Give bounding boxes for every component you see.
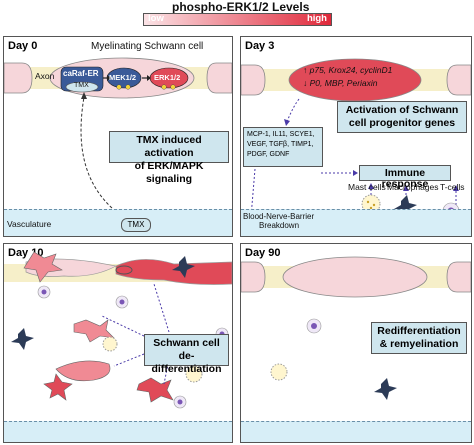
cytokine-line: PDGF, GDNF	[247, 151, 290, 158]
day90-caption-box: Redifferentiation & remyelination	[371, 322, 467, 354]
macrophages-label: Macrophages	[387, 182, 439, 192]
vasculature	[241, 421, 471, 442]
up-genes-text: p75, Krox24, cyclinD1	[309, 65, 393, 75]
day0-caption-box: TMX induced activation of ERK/MAPK signa…	[109, 131, 229, 185]
vasculature-label: Vasculature	[7, 219, 52, 229]
down-genes-text: P0, MBP, Periaxin	[309, 78, 378, 88]
panel-day0: Day 0 Myelinating Schwann cell Axon caRa…	[3, 36, 233, 237]
up-arrow-icon: ↑	[303, 65, 308, 75]
cell-label: Myelinating Schwann cell	[91, 41, 204, 52]
day3-illustration	[241, 58, 471, 222]
axon-label: Axon	[35, 71, 55, 81]
bnb-line: Blood-Nerve-Barrier	[243, 212, 315, 221]
legend-title: phospho-ERK1/2 Levels	[172, 0, 310, 14]
caption-line: cell progenitor genes	[348, 117, 456, 129]
erk-label: ERK1/2	[154, 73, 181, 82]
panel-title: Day 90	[245, 247, 281, 259]
day90-illustration	[241, 256, 471, 400]
mek-label: MEK1/2	[109, 73, 137, 82]
vasculature	[4, 421, 232, 442]
panel-title: Day 3	[245, 40, 275, 52]
day10-caption-box: Schwann cell de-differentiation	[144, 334, 229, 375]
caption-line: Schwann cell	[153, 337, 220, 349]
upregulated-genes: ↑ p75, Krox24, cyclinD1	[303, 65, 392, 75]
legend-high-label: high	[306, 13, 327, 24]
vasculature	[4, 209, 232, 236]
panel-day10: Day 10 Schwann cell de-differentiation	[3, 243, 233, 443]
panel-day90: Day 90 Redifferentiation & remyelination	[240, 243, 472, 443]
day3-caption-box: Activation of Schwann cell progenitor ge…	[337, 101, 467, 133]
caption-line: Redifferentiation	[377, 325, 461, 337]
panel-day3: Day 3 ↑ p75, Krox24, cyclinD1 ↓ P0, MBP,…	[240, 36, 472, 237]
craf-label: caRaf-ER	[63, 69, 99, 78]
cytokine-line: MCP-1, IL11, SCYE1,	[247, 131, 315, 138]
caption-line: of ERK/MAPK signaling	[134, 160, 204, 185]
tmx-inner-label: TMX	[74, 82, 89, 89]
day0-illustration	[4, 57, 232, 224]
caption-line: TMX induced activation	[136, 134, 202, 159]
cytokine-line: VEGF, TGFβ, TIMP1,	[247, 141, 314, 148]
erk-gradient-bar: low high	[143, 13, 332, 26]
vasculature	[241, 209, 471, 236]
caption-line: & remyelination	[379, 338, 459, 350]
caption-line: de-differentiation	[151, 350, 222, 375]
bnb-line: Breakdown	[259, 221, 300, 230]
tmx-vessel-badge: TMX	[121, 218, 151, 232]
bnb-label: Blood-Nerve-Barrier Breakdown	[243, 212, 314, 230]
cytokine-box: MCP-1, IL11, SCYE1, VEGF, TGFβ, TIMP1, P…	[243, 127, 323, 167]
mast-cells-label: Mast cells	[348, 182, 386, 192]
tcells-label: T-cells	[440, 182, 465, 192]
downregulated-genes: ↓ P0, MBP, Periaxin	[303, 78, 378, 88]
legend-low-label: low	[148, 13, 164, 24]
panel-title: Day 0	[8, 40, 38, 52]
caption-line: Activation of Schwann	[345, 104, 459, 116]
immune-response-box: Immune response	[359, 165, 451, 190]
down-arrow-icon: ↓	[303, 78, 308, 88]
